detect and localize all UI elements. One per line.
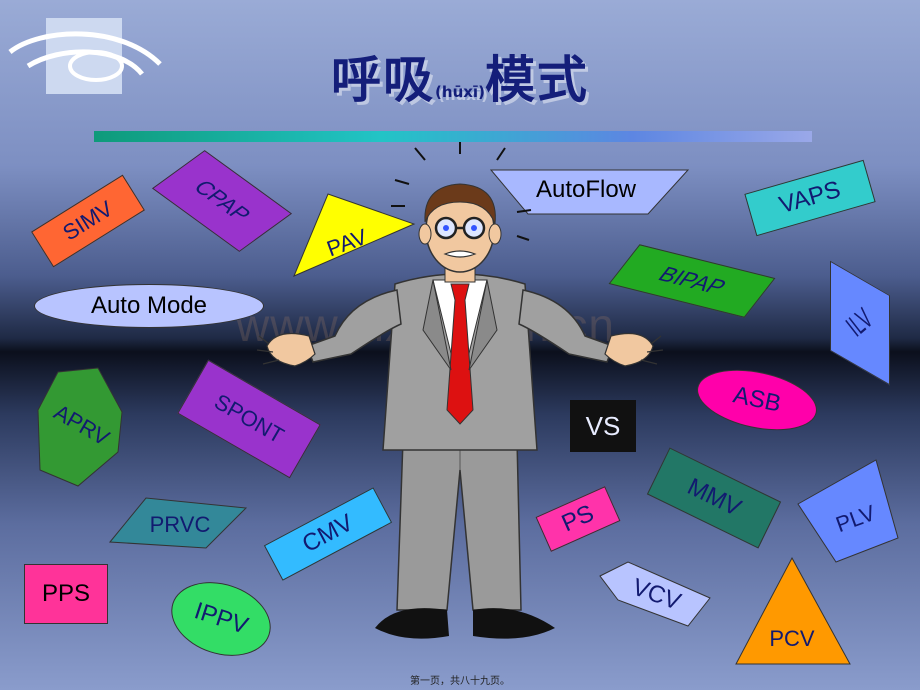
label-autoflow-text: AutoFlow xyxy=(536,176,637,203)
confused-man-illustration xyxy=(256,142,664,639)
label-simv: SIMV xyxy=(31,174,145,268)
logo-icon xyxy=(8,18,162,94)
label-cpap-text: CPAP xyxy=(188,175,257,226)
footer-page-info: 第一页，共八十九页。 xyxy=(410,676,510,687)
label-vcv: VCV xyxy=(599,561,711,627)
label-vaps: VAPS xyxy=(744,159,876,237)
title-pinyin: (hūxī) xyxy=(435,83,485,101)
title-main-b: 模式 xyxy=(484,51,589,109)
label-autoflow: AutoFlow xyxy=(490,169,690,215)
label-pps-text: PPS xyxy=(41,580,91,607)
label-mmv: MMV xyxy=(646,447,782,549)
label-ilv: ILV xyxy=(830,260,890,386)
label-aprv: APRV xyxy=(37,367,123,487)
label-pcv-text: PCV xyxy=(769,626,815,651)
title-main-a: 呼吸 xyxy=(331,51,436,109)
label-mmv-text: MMV xyxy=(683,473,746,522)
hands xyxy=(256,333,664,367)
confusion-lines xyxy=(391,142,532,241)
label-pav: PAV xyxy=(293,193,416,277)
page-title: 呼吸(hūxī)模式 xyxy=(0,40,920,112)
label-plv: PLV xyxy=(797,459,899,563)
label-prvc: PRVC xyxy=(108,497,248,549)
label-prvc-text: PRVC xyxy=(150,512,211,537)
label-pps: PPS xyxy=(24,564,108,624)
label-ippv-text: IPPV xyxy=(190,597,252,640)
label-pcv: PCV xyxy=(735,556,851,665)
label-simv-text: SIMV xyxy=(58,195,118,246)
label-vs-text: VS xyxy=(585,410,621,441)
label-vaps-text: VAPS xyxy=(776,175,844,220)
label-auto-mode-text: Auto Mode xyxy=(90,292,208,319)
label-asb: ASB xyxy=(691,359,823,441)
title-divider xyxy=(94,131,812,142)
label-ilv-text: ILV xyxy=(840,301,879,344)
label-vs: VS xyxy=(570,400,636,452)
label-asb-text: ASB xyxy=(730,381,784,418)
label-auto-mode: Auto Mode xyxy=(34,284,264,328)
